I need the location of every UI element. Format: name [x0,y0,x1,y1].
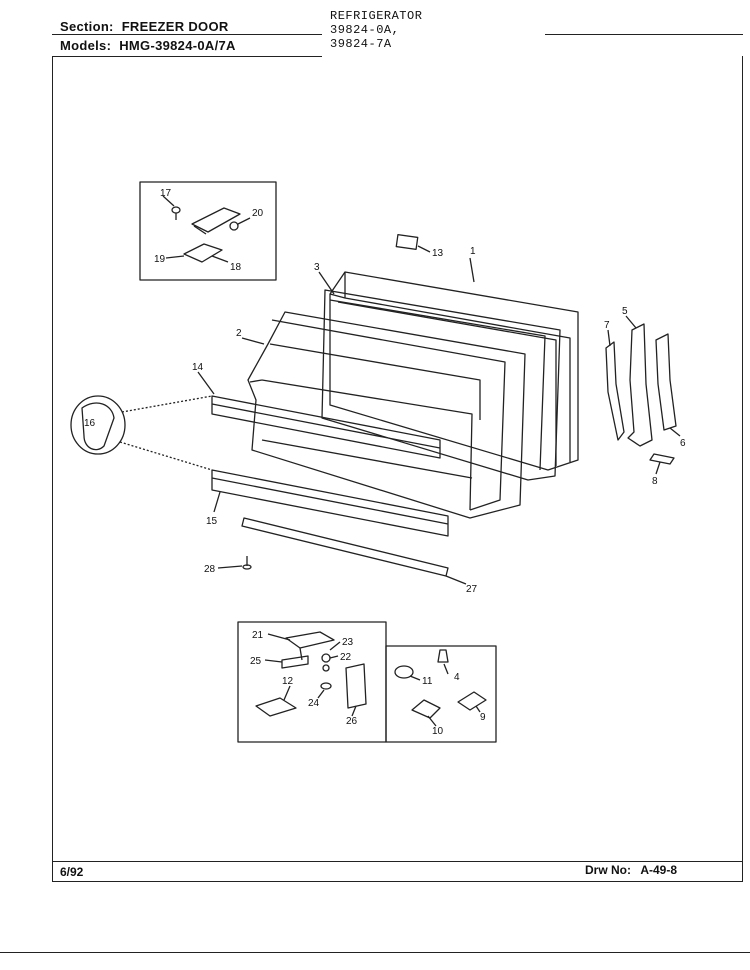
models-heading: Models: HMG-39824-0A/7A [60,38,236,53]
door-shelf-upper [211,395,441,459]
shelf-retainer-detail [70,395,213,471]
bottom-trim [241,517,449,577]
drawing-value: A-49-8 [640,863,678,877]
callout-26: 26 [346,716,358,727]
callout-21: 21 [252,630,264,641]
handle-cover [655,333,677,431]
plug-button [394,665,414,679]
callout-25: 25 [250,656,262,667]
models-label: Models: [60,38,112,53]
door-stop-right [457,691,487,711]
handle-bracket-left [605,341,625,441]
handle-bracket-middle [627,323,653,447]
date-stamp: 6/92 [60,865,84,879]
callout-22: 22 [340,652,352,663]
washer [229,221,239,231]
frame-top-left [52,56,322,58]
hinge-bracket [183,243,223,263]
models-value: HMG-39824-0A/7A [119,38,236,53]
section-heading: Section: FREEZER DOOR [60,19,229,34]
callout-15: 15 [206,516,218,527]
inset-top-hinge [139,181,277,281]
callout-8: 8 [652,476,658,487]
model-number-1: 39824-0A, [330,23,400,37]
top-hinge-plate [191,207,241,235]
hinge-washer [320,682,332,690]
callout-1: 1 [470,246,476,257]
callout-27: 27 [466,584,478,595]
callout-11: 11 [422,676,433,687]
door-stop-left [411,699,441,719]
hinge-spacer [321,653,331,672]
callout-28: 28 [204,564,216,575]
hinge-pad [345,663,367,709]
door-gasket [321,289,561,481]
bottom-hinge-bracket [285,631,335,661]
nameplate [395,234,419,250]
inner-door-liner [247,311,526,519]
callout-5: 5 [622,306,628,317]
callout-14: 14 [192,362,204,373]
drawing-number: Drw No: A-49-8 [585,863,677,877]
callout-12: 12 [282,676,294,687]
door-stop-bracket [255,697,297,717]
callout-24: 24 [308,698,320,709]
handle-mount-plate [649,453,675,465]
callout-19: 19 [154,254,166,265]
callout-20: 20 [252,208,264,219]
callout-3: 3 [314,262,320,273]
callout-16: 16 [84,418,96,429]
callout-17: 17 [160,188,172,199]
door-shelf-lower [211,469,449,537]
product-type: REFRIGERATOR [330,9,423,23]
callout-6: 6 [680,438,686,449]
stop-fastener [437,649,449,663]
header-rule-left [52,34,322,36]
inset-door-stops [385,645,497,743]
model-number-2: 39824-7A [330,37,392,51]
callout-2: 2 [236,328,242,339]
footer-rule [52,861,742,863]
callout-10: 10 [432,726,444,737]
callout-23: 23 [342,637,354,648]
callout-7: 7 [604,320,610,331]
callout-13: 13 [432,248,444,259]
callout-labels: 1 2 3 4 5 6 7 8 9 10 11 12 13 14 15 16 1… [84,188,686,737]
drawing-frame [52,56,743,882]
section-value: FREEZER DOOR [121,19,229,34]
screw [242,556,252,570]
page-bottom-rule [0,952,750,954]
drawing-label: Drw No: [585,863,631,877]
hinge-pin [171,206,181,220]
section-label: Section: [60,19,114,34]
callout-18: 18 [230,262,242,273]
callout-9: 9 [480,712,486,723]
callout-4: 4 [454,672,460,683]
hinge-shim [281,655,309,669]
header-rule-right [545,34,743,36]
